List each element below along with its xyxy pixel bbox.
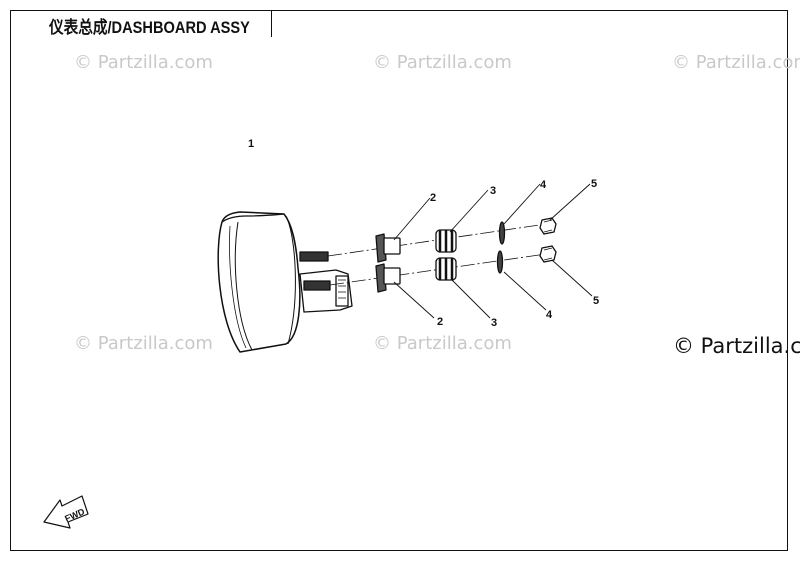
dashboard-housing [217, 211, 353, 353]
callout-part-2: 2 [437, 316, 443, 328]
diagram-title: 仪表总成/DASHBOARD ASSY [49, 18, 250, 37]
callout-part-4: 4 [540, 179, 547, 191]
watermark: © Partzilla.com [74, 333, 213, 354]
callout-part-5: 5 [593, 295, 599, 307]
watermark: © Partzilla.com [373, 52, 512, 73]
nut-part-5 [539, 217, 557, 263]
fwd-arrow-icon [43, 495, 89, 529]
callout-part-1: 1 [248, 138, 254, 150]
watermark: © Partzilla.com [74, 52, 213, 73]
watermark-strong: © Partzilla.c [673, 334, 800, 358]
watermark: © Partzilla.com [373, 333, 512, 354]
callout-part-5: 5 [591, 178, 597, 190]
washer-part-4 [496, 221, 506, 274]
bushing-part-2 [375, 233, 401, 293]
callout-part-3: 3 [491, 317, 497, 329]
grommet-part-3 [435, 229, 457, 281]
title-block [10, 10, 272, 37]
callout-part-4: 4 [546, 309, 553, 321]
leader-lines [393, 183, 593, 319]
callout-part-3: 3 [490, 185, 496, 197]
watermark: © Partzilla.com [672, 52, 800, 73]
drawing-frame [10, 10, 788, 551]
callout-part-2: 2 [430, 192, 436, 204]
